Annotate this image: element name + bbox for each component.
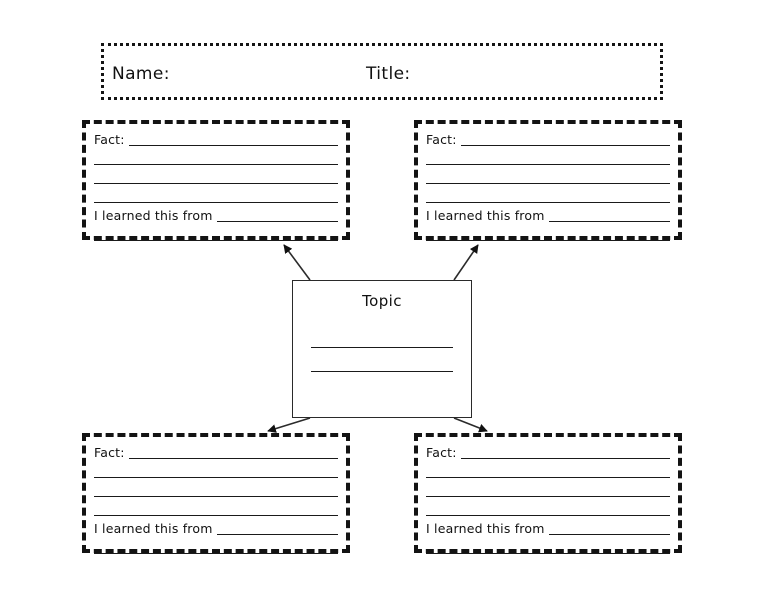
blank-line-row (94, 536, 338, 555)
fact-row: Fact: (94, 441, 338, 460)
fact-box-top-left: Fact: I learned this from (82, 120, 350, 242)
blank-line-row (426, 479, 670, 498)
blank-write-line[interactable] (94, 202, 338, 203)
fact-label: Fact: (94, 131, 125, 147)
fact-row: Fact: (426, 128, 670, 147)
blank-line-row (94, 185, 338, 204)
topic-heading: Topic (362, 292, 402, 310)
source-label: I learned this from (426, 207, 545, 223)
source-label: I learned this from (94, 520, 213, 536)
blank-write-line[interactable] (94, 477, 338, 478)
source-label: I learned this from (94, 207, 213, 223)
arrow-topic-to-top-right (453, 244, 479, 281)
source-row: I learned this from (426, 517, 670, 536)
blank-line-row (426, 536, 670, 555)
blank-line-row (426, 185, 670, 204)
source-write-line[interactable] (216, 534, 338, 535)
blank-line-row (94, 460, 338, 479)
blank-write-line[interactable] (94, 164, 338, 165)
source-row: I learned this from (94, 517, 338, 536)
source-write-line[interactable] (548, 534, 670, 535)
blank-write-line[interactable] (426, 183, 670, 184)
fact-label: Fact: (94, 444, 125, 460)
blank-line-row (426, 460, 670, 479)
blank-write-line[interactable] (426, 515, 670, 516)
fact-label: Fact: (426, 131, 457, 147)
header-box: Name: Title: (101, 43, 663, 100)
fact-box-bottom-right: Fact: I learned this from (414, 433, 682, 555)
topic-write-line[interactable] (311, 347, 453, 348)
blank-write-line[interactable] (94, 553, 338, 554)
title-label: Title: (366, 64, 411, 84)
blank-line-row (426, 166, 670, 185)
source-label: I learned this from (426, 520, 545, 536)
blank-line-row (94, 498, 338, 517)
blank-line-row (426, 147, 670, 166)
blank-write-line[interactable] (426, 477, 670, 478)
source-row: I learned this from (94, 204, 338, 223)
blank-line-row (94, 147, 338, 166)
blank-write-line[interactable] (426, 164, 670, 165)
fact-row: Fact: (94, 128, 338, 147)
name-label: Name: (112, 64, 170, 84)
blank-line-row (426, 498, 670, 517)
fact-write-line[interactable] (128, 458, 338, 459)
fact-write-line[interactable] (460, 145, 670, 146)
fact-label: Fact: (426, 444, 457, 460)
fact-write-line[interactable] (128, 145, 338, 146)
fact-row: Fact: (426, 441, 670, 460)
blank-line-row (94, 223, 338, 242)
blank-line-row (94, 166, 338, 185)
topic-write-line[interactable] (311, 371, 453, 372)
blank-write-line[interactable] (94, 183, 338, 184)
fact-write-line[interactable] (460, 458, 670, 459)
fact-box-top-right: Fact: I learned this from (414, 120, 682, 242)
arrow-topic-to-bottom-right (453, 417, 488, 433)
blank-write-line[interactable] (94, 496, 338, 497)
blank-line-row (426, 223, 670, 242)
blank-write-line[interactable] (426, 202, 670, 203)
blank-write-line[interactable] (426, 553, 670, 554)
fact-box-bottom-left: Fact: I learned this from (82, 433, 350, 555)
blank-write-line[interactable] (426, 496, 670, 497)
blank-line-row (94, 479, 338, 498)
source-write-line[interactable] (216, 221, 338, 222)
source-row: I learned this from (426, 204, 670, 223)
blank-write-line[interactable] (426, 240, 670, 241)
blank-write-line[interactable] (94, 240, 338, 241)
topic-box: Topic (292, 280, 472, 418)
source-write-line[interactable] (548, 221, 670, 222)
arrow-topic-to-bottom-left (267, 417, 311, 433)
arrow-topic-to-top-left (283, 244, 311, 281)
blank-write-line[interactable] (94, 515, 338, 516)
